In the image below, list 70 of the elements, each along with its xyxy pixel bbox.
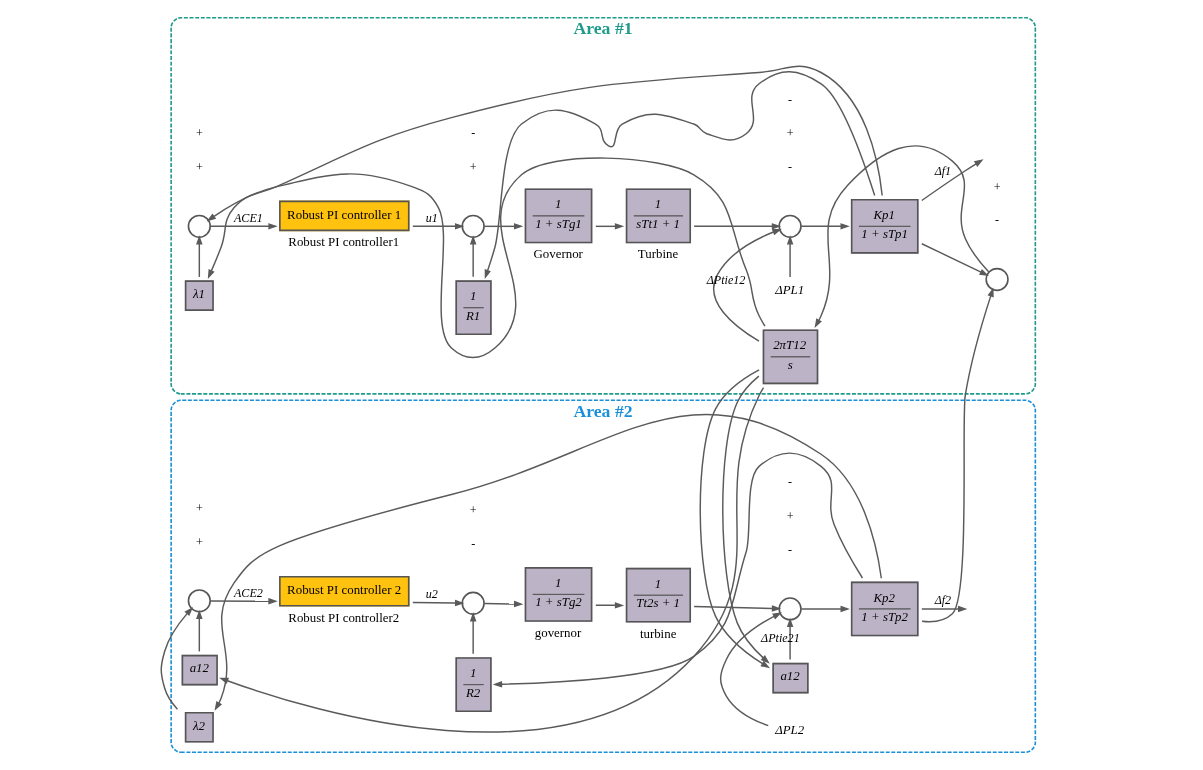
arrow	[595, 223, 625, 230]
arrow	[492, 452, 864, 688]
node-label: turbine	[639, 626, 677, 641]
arrow	[469, 612, 477, 655]
label: +	[469, 160, 477, 175]
arrow	[693, 605, 782, 612]
label: +	[469, 503, 477, 518]
arrow	[209, 597, 278, 605]
label: -	[788, 160, 793, 175]
arrow	[412, 599, 465, 607]
label: -	[788, 92, 793, 107]
arrow	[483, 223, 524, 230]
label: -	[471, 537, 476, 552]
arrow	[921, 605, 968, 613]
arrow	[921, 159, 984, 202]
arrow	[209, 223, 278, 230]
arrow	[196, 235, 203, 278]
arrow	[800, 223, 850, 230]
edge-label: Δf1	[934, 163, 952, 178]
label: +	[195, 534, 203, 549]
arrow	[595, 602, 625, 609]
node-label: Robust PI controller1	[288, 235, 400, 250]
arrow	[921, 287, 994, 623]
arrow	[693, 223, 782, 230]
edge-label: ACE1	[233, 210, 263, 225]
arrow	[206, 157, 766, 359]
arrow	[483, 600, 524, 608]
node-text: ΔPL2	[775, 722, 805, 737]
label: +	[993, 179, 1001, 194]
arrow	[786, 617, 794, 661]
node-circle	[187, 214, 211, 238]
edge-label: ACE2	[233, 585, 263, 600]
arrow	[469, 235, 477, 278]
node-label: Robust PI controller2	[288, 610, 400, 625]
label: -	[995, 213, 1000, 228]
label: +	[786, 508, 794, 523]
edge-label: ΔPtie21	[761, 630, 800, 645]
node-text: ΔPL1	[775, 282, 805, 297]
edge-label: u2	[425, 587, 438, 602]
label: +	[786, 126, 794, 141]
node-label: governor	[534, 625, 582, 640]
arrow	[196, 609, 203, 653]
label: +	[195, 160, 203, 175]
edge-label: Δf2	[934, 593, 952, 608]
node-circle	[187, 589, 211, 613]
label: -	[471, 126, 476, 141]
arrow	[814, 145, 990, 328]
label: -	[788, 542, 793, 557]
arrow	[800, 605, 850, 613]
node-circle	[778, 597, 802, 621]
arrow	[719, 612, 782, 727]
node-label: Governor	[533, 247, 583, 262]
label: +	[195, 126, 203, 141]
arrow	[921, 243, 989, 276]
node-circle	[461, 214, 485, 238]
label: +	[195, 500, 203, 515]
arrow	[207, 65, 883, 279]
node-label: Turbine	[637, 247, 679, 262]
node-circle	[461, 591, 485, 615]
arrow	[712, 228, 782, 342]
label: -	[788, 475, 793, 490]
arrow	[160, 606, 194, 710]
arrow	[786, 235, 794, 278]
arrow	[412, 223, 465, 230]
edge-label: u1	[425, 210, 438, 225]
arrow	[214, 413, 883, 711]
node-circle	[985, 267, 1009, 292]
arrow	[699, 369, 771, 669]
arrow	[484, 71, 876, 279]
node-circle	[778, 214, 802, 238]
